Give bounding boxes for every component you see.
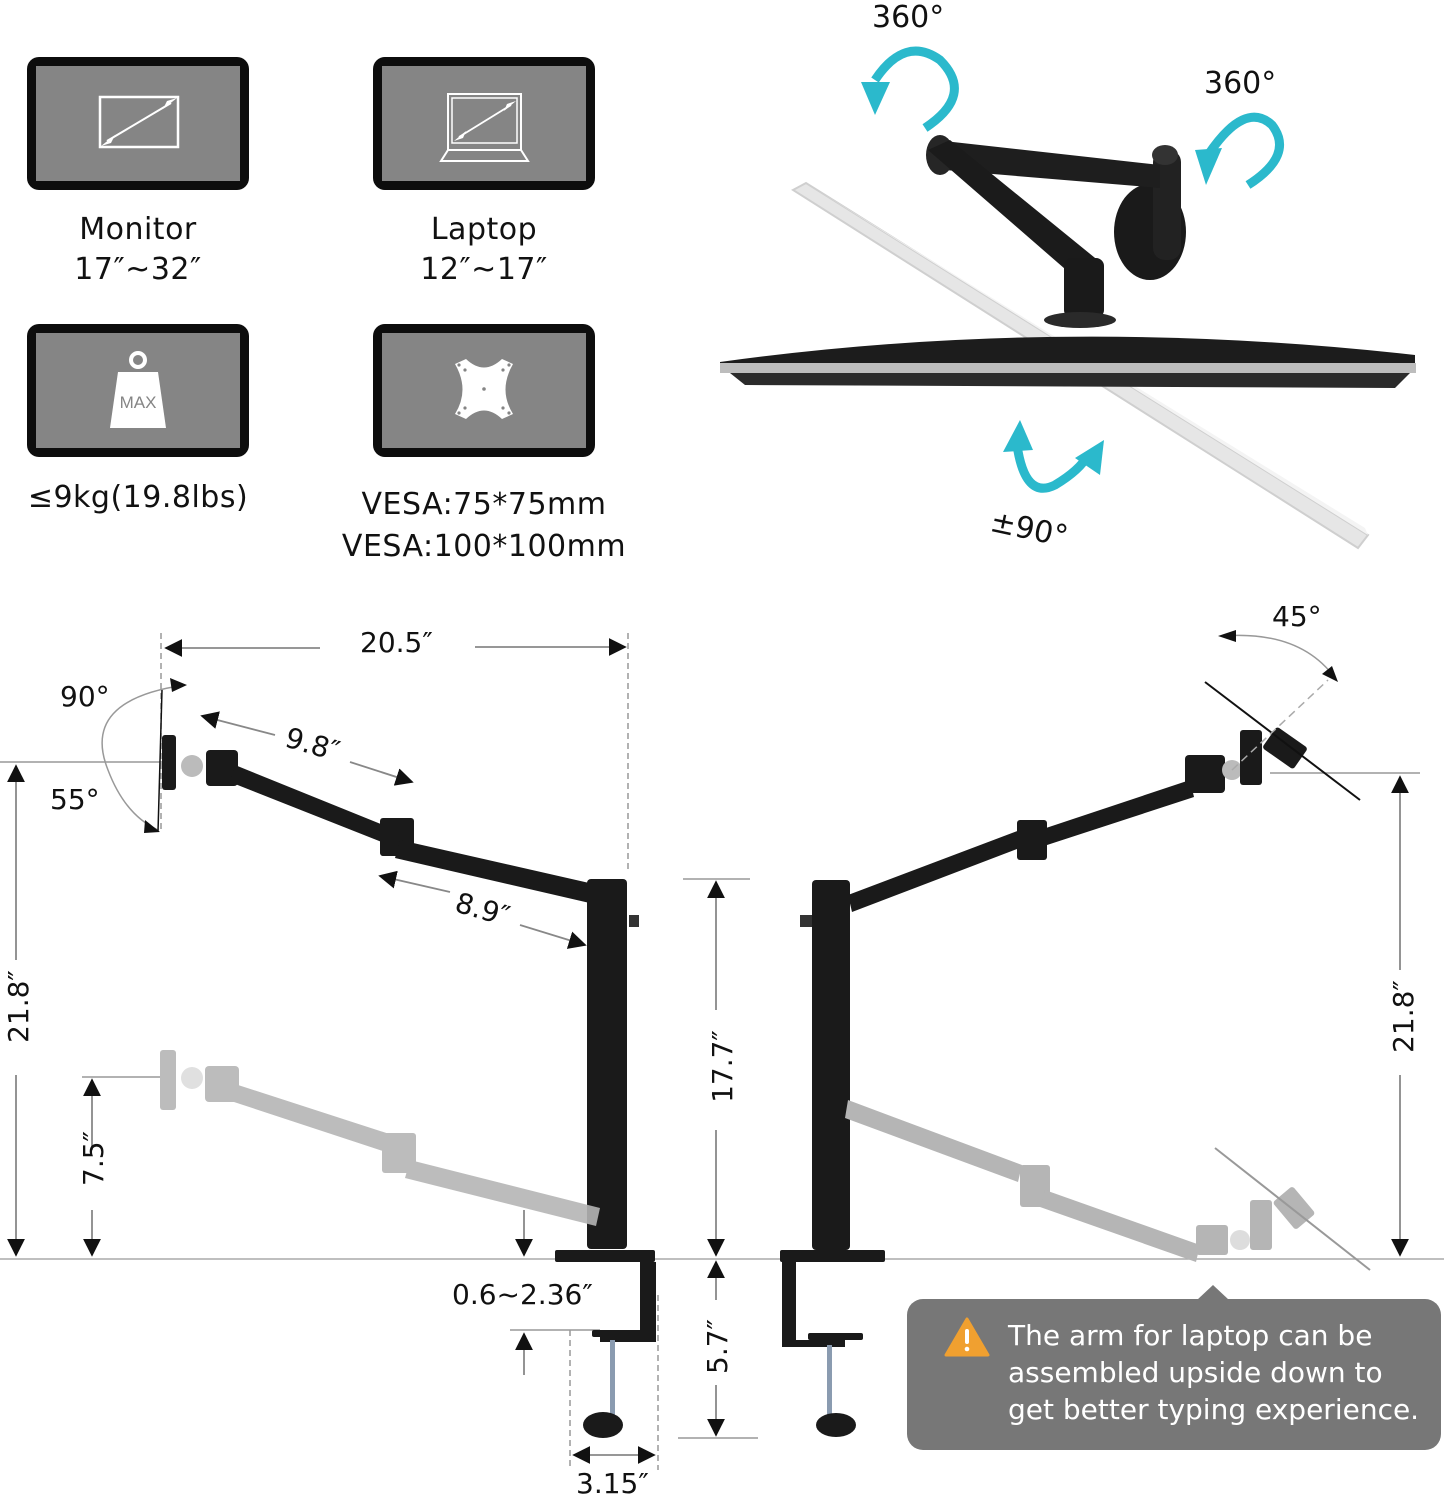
desk-thickness-label: 0.6~2.36″ [452, 1278, 593, 1311]
swivel-arm-arrow-icon [871, 46, 959, 132]
upside-down-tip-callout: The arm for laptop can be assembled upsi… [907, 1285, 1441, 1450]
monitor-arm [926, 135, 1186, 328]
forearm-length-label: 9.8″ [281, 721, 344, 768]
laptop-diagonal-icon [439, 93, 530, 162]
rotate-arrowhead-right-icon [1075, 440, 1104, 475]
swivel-head-arrow-icon [1204, 112, 1284, 189]
rotation-illustration [720, 46, 1416, 550]
monitor-size-card [27, 57, 249, 190]
rotate-arrowhead-left-icon [1003, 420, 1033, 452]
callout-text: The arm for laptop can be assembled upsi… [1008, 1319, 1420, 1426]
rotate-arrow-icon [1012, 444, 1092, 493]
swivel-arm-label: 360° [872, 0, 945, 35]
clamp-width-label: 3.15″ [576, 1467, 649, 1500]
laptop-max-height-label: 21.8″ [1386, 980, 1420, 1053]
upper-arm-length-label: 8.9″ [451, 886, 514, 933]
weight-capacity-card: MAX [27, 324, 249, 457]
pole-height-label: 17.7″ [705, 1030, 739, 1103]
warning-icon [944, 1317, 990, 1357]
laptop-size-card [373, 57, 595, 190]
min-height-label: 7.5″ [77, 1131, 110, 1186]
monitor-top-view [720, 336, 1416, 388]
monitor-arm-lowered [160, 1050, 600, 1226]
vesa-plate-icon [455, 359, 513, 419]
monitor-diagonal-icon [98, 95, 180, 149]
arm-reach-label: 20.5″ [360, 626, 433, 659]
swivel-head-arrowhead-icon [1195, 148, 1222, 185]
swivel-head-label: 360° [1204, 66, 1277, 101]
monitor-arm-raised [162, 735, 656, 1438]
tilt-down-label: 55° [50, 783, 100, 816]
vesa-card [373, 324, 595, 457]
tilt-up-label: 90° [60, 680, 110, 713]
max-height-label: 21.8″ [1, 970, 35, 1043]
swivel-arm-arrowhead-icon [861, 82, 890, 115]
laptop-arm-lowered [845, 1100, 1371, 1271]
clamp-depth-label: 5.7″ [701, 1319, 734, 1374]
max-weight-icon: MAX [110, 351, 166, 428]
weight-capacity-label: ≤9kg(19.8lbs) [27, 480, 249, 515]
svg-text:MAX: MAX [120, 393, 157, 412]
laptop-tilt-label: 45° [1272, 600, 1322, 633]
